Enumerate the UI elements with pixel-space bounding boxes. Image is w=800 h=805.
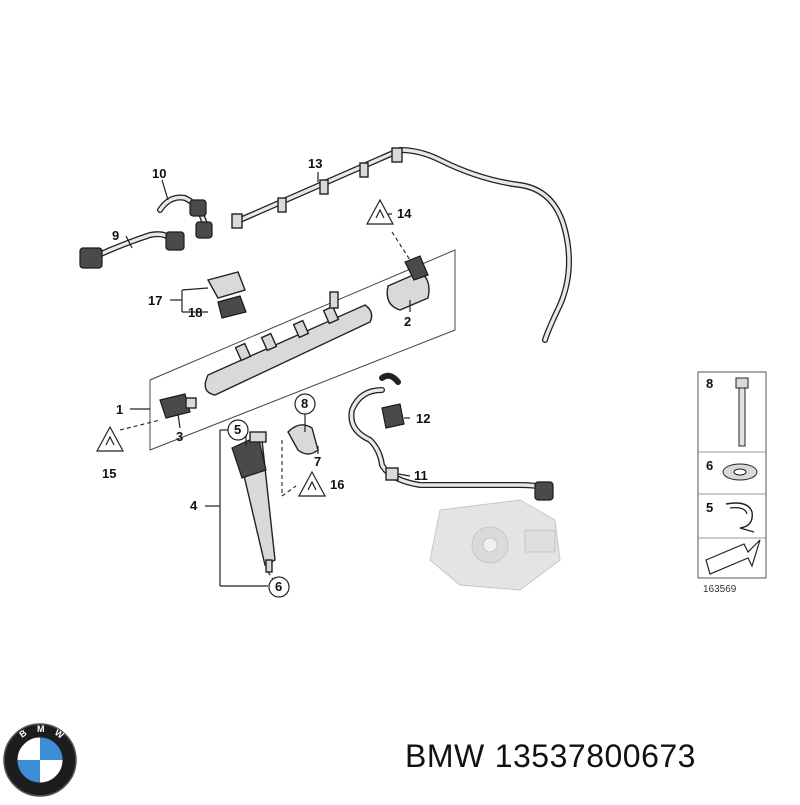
callout-18: 18 (188, 305, 202, 320)
washer-icon (722, 463, 758, 481)
callout-circle-5 (227, 419, 249, 441)
legend-box: 8 6 5 (697, 371, 767, 579)
diagram-number: 163569 (703, 584, 737, 595)
legend-item-6: 6 (706, 458, 713, 473)
warning-triangle-icon (365, 198, 395, 225)
callout-11: 11 (414, 468, 428, 483)
callout-17: 17 (148, 293, 162, 308)
callout-8: 8 (301, 396, 308, 411)
wiring-harness-10 (157, 194, 213, 239)
bmw-logo-icon: B M W (3, 723, 77, 797)
warning-triangle-icon (297, 470, 327, 497)
high-pressure-line (348, 372, 554, 501)
callout-9: 9 (112, 228, 119, 243)
callout-10: 10 (152, 166, 166, 181)
injector-clamp (287, 424, 319, 455)
fuel-rail (204, 291, 373, 396)
bracket-18 (217, 295, 247, 319)
brand-name: BMW (405, 738, 485, 774)
callout-circle-6 (268, 576, 290, 598)
clip-icon (725, 502, 755, 533)
high-pressure-pump (429, 499, 561, 591)
callout-16: 16 (330, 477, 344, 492)
pressure-valve (386, 255, 430, 311)
warning-triangle-icon (95, 425, 125, 452)
part-number: 13537800673 (494, 738, 696, 774)
callout-13: 13 (308, 156, 322, 171)
bolt-icon (735, 377, 749, 447)
svg-text:B: B (17, 727, 28, 739)
leader-lines (119, 172, 411, 587)
callout-circle-8 (294, 393, 316, 415)
arrow-icon (705, 539, 761, 575)
callout-7: 7 (314, 454, 321, 469)
callout-2: 2 (404, 314, 411, 329)
callout-14: 14 (397, 206, 412, 221)
callout-3: 3 (176, 429, 183, 444)
legend-item-5: 5 (706, 500, 713, 515)
injector (231, 431, 276, 573)
callout-4: 4 (190, 498, 198, 513)
assembly-frame (149, 249, 456, 451)
legend-item-8: 8 (706, 376, 713, 391)
callout-6: 6 (275, 579, 282, 594)
callout-12: 12 (416, 411, 430, 426)
pressure-sensor-3 (159, 393, 197, 419)
svg-text:M: M (37, 724, 45, 734)
fuel-return-line (231, 147, 572, 343)
bracket-17 (206, 271, 246, 299)
callout-15: 15 (102, 466, 116, 481)
wiring-harness-9 (79, 231, 185, 269)
fitting-12 (381, 403, 405, 429)
callout-1: 1 (116, 402, 123, 417)
callout-5: 5 (234, 422, 241, 437)
